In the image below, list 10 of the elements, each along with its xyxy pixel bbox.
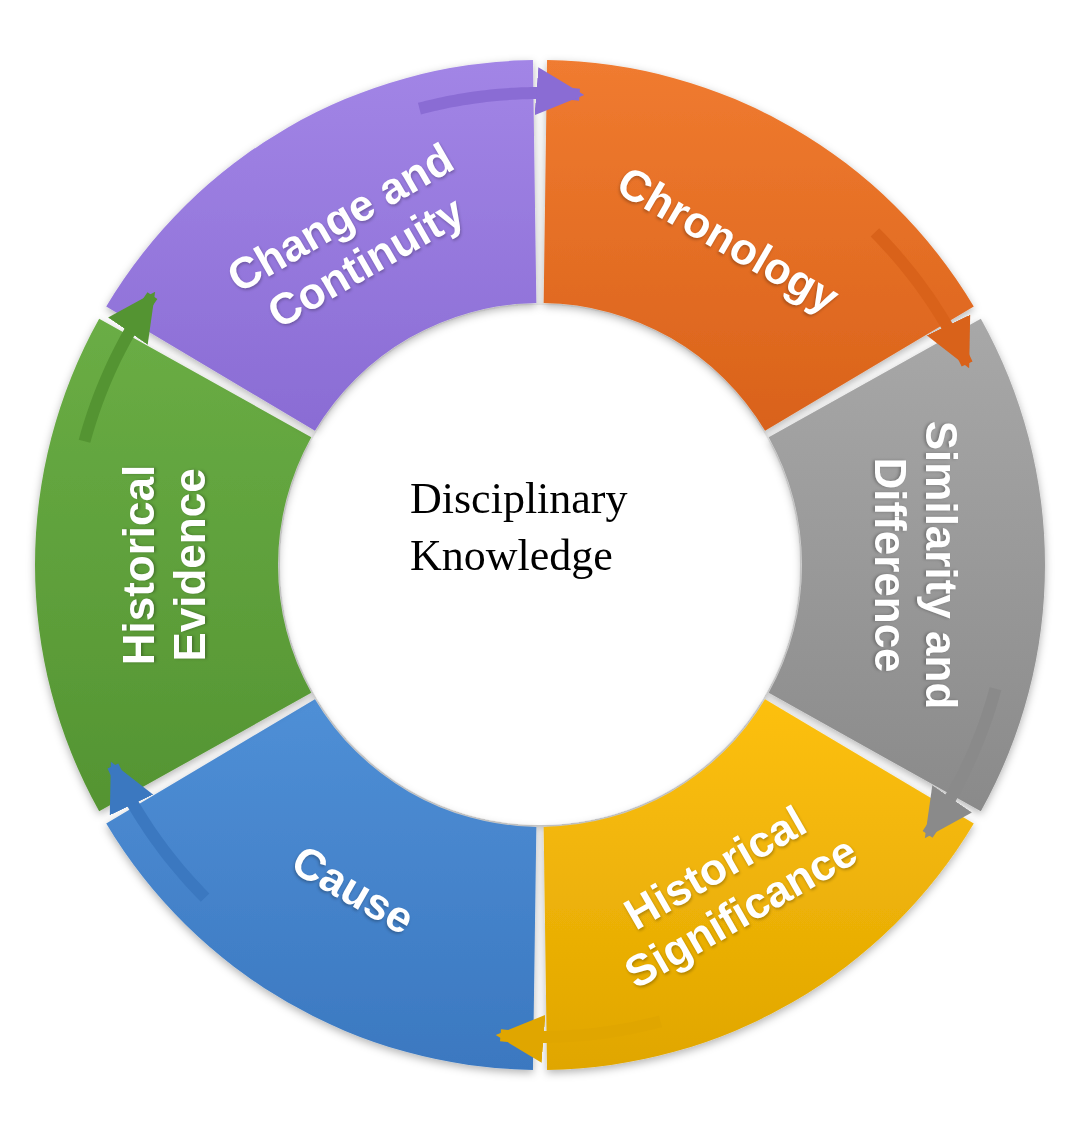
segment-label: Historical Evidence bbox=[114, 463, 215, 668]
segment-label: Similarity and Difference bbox=[865, 419, 966, 712]
cycle-arrow bbox=[922, 687, 1002, 839]
center-title: Disciplinary Knowledge bbox=[410, 473, 629, 583]
cycle-arrow bbox=[78, 291, 158, 443]
cycle-arrow bbox=[417, 67, 585, 116]
cycle-arrow bbox=[870, 228, 973, 369]
cycle-segment bbox=[106, 699, 537, 1070]
cycle-segment bbox=[106, 60, 537, 431]
cycle-arrow bbox=[107, 761, 210, 902]
